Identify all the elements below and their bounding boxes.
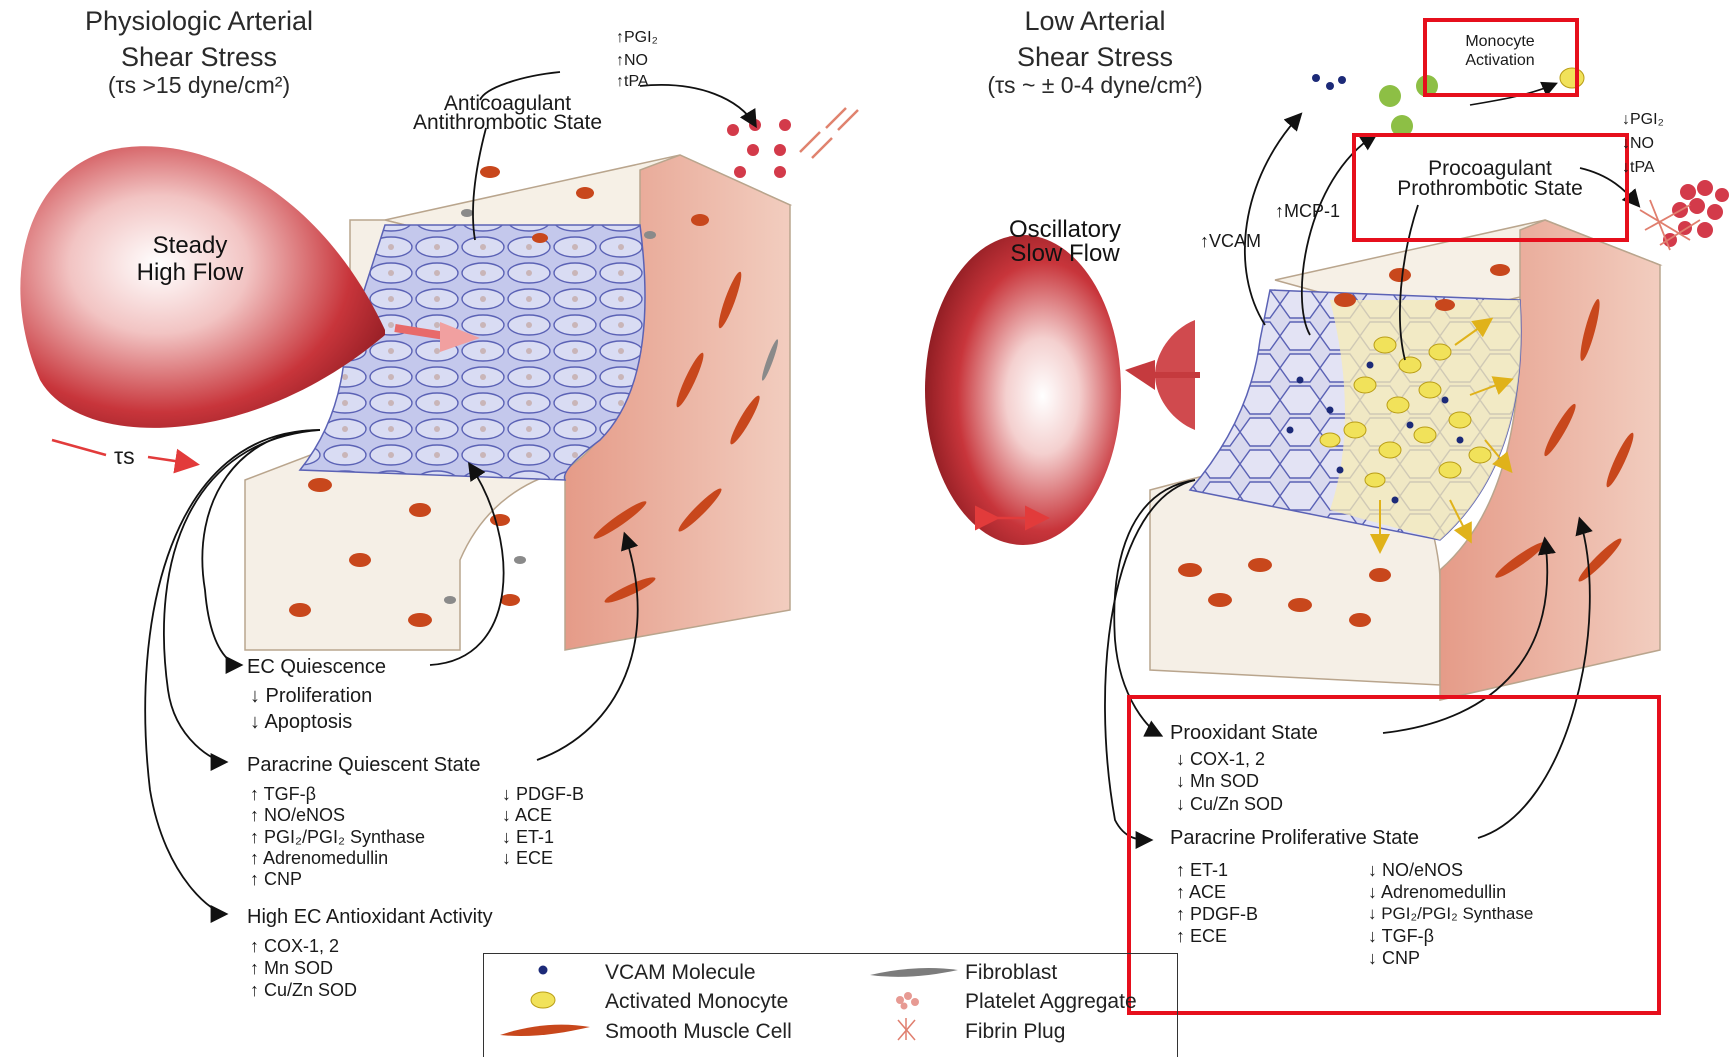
left-flow-label-line1: Steady: [110, 234, 270, 258]
shear-arrow-right: [148, 457, 195, 464]
left-fibrin-strands: [800, 108, 858, 158]
left-flow-bulb: [20, 146, 385, 428]
right-flow-label-line2: Slow Flow: [985, 242, 1145, 266]
legend-platelet-label: Platelet Aggregate: [965, 991, 1137, 1012]
ec-quiescence-heading: EC Quiescence: [247, 657, 386, 677]
left-top-factor-2: ↑NO: [616, 53, 648, 69]
left-title-line1: Physiologic Arterial: [64, 8, 334, 35]
paracrine-proliferative-col1-3: ↑ PDGF-B: [1176, 905, 1258, 923]
paracrine-quiescent-col2-2: ↓ ACE: [502, 806, 552, 824]
prooxidant-heading: Prooxidant State: [1170, 723, 1318, 743]
prooxidant-item-2: ↓ Mn SOD: [1176, 772, 1259, 790]
paracrine-quiescent-col2-1: ↓ PDGF-B: [502, 785, 584, 803]
paracrine-quiescent-col2-3: ↓ ET-1: [502, 828, 554, 846]
legend-fibrin-label: Fibrin Plug: [965, 1021, 1065, 1042]
left-platelets: [727, 119, 791, 178]
right-flow-bulb: [925, 235, 1121, 545]
paracrine-quiescent-heading: Paracrine Quiescent State: [247, 755, 480, 775]
paracrine-proliferative-col2-1: ↓ NO/eNOS: [1368, 861, 1463, 879]
antioxidant-item-2: ↑ Mn SOD: [250, 959, 333, 977]
paracrine-proliferative-col2-5: ↓ CNP: [1368, 949, 1420, 967]
vcam-label: ↑VCAM: [1200, 232, 1261, 250]
ec-quiescence-item-2: ↓ Apoptosis: [250, 712, 352, 732]
paracrine-quiescent-col1-4: ↑ Adrenomedullin: [250, 849, 388, 867]
right-top-factor-2: ↓NO: [1622, 136, 1654, 152]
antioxidant-heading: High EC Antioxidant Activity: [247, 907, 493, 927]
right-top-factor-1: ↓PGI₂: [1622, 112, 1664, 128]
right-title-line3: (τs ~ ± 0-4 dyne/cm²): [950, 74, 1240, 97]
paracrine-quiescent-col1-2: ↑ NO/eNOS: [250, 806, 345, 824]
paracrine-proliferative-col1-2: ↑ ACE: [1176, 883, 1226, 901]
paracrine-quiescent-col1-1: ↑ TGF-β: [250, 785, 316, 803]
monocyte-activation-line2: Activation: [1430, 53, 1570, 69]
paracrine-proliferative-col1-1: ↑ ET-1: [1176, 861, 1228, 879]
legend-smooth-muscle-label: Smooth Muscle Cell: [605, 1021, 792, 1042]
right-flow-cone-tip: [1125, 360, 1155, 390]
paracrine-proliferative-col2-2: ↓ Adrenomedullin: [1368, 883, 1506, 901]
right-title-line1: Low Arterial: [960, 8, 1230, 35]
left-title-line3: (τs >15 dyne/cm²): [64, 74, 334, 97]
paracrine-proliferative-col2-3: ↓ PGI₂/PGI₂ Synthase: [1368, 905, 1533, 922]
prooxidant-item-1: ↓ COX-1, 2: [1176, 750, 1265, 768]
left-flow-label-line2: High Flow: [110, 261, 270, 285]
left-title-line2: Shear Stress: [64, 44, 334, 71]
paracrine-quiescent-col1-5: ↑ CNP: [250, 870, 302, 888]
shear-arrow-left: [52, 440, 106, 455]
antioxidant-item-3: ↑ Cu/Zn SOD: [250, 981, 357, 999]
legend-vcam-label: VCAM Molecule: [605, 962, 756, 983]
left-top-factor-3: ↑tPA: [616, 74, 649, 90]
shear-stress-label: τs: [114, 445, 135, 468]
prooxidant-item-3: ↓ Cu/Zn SOD: [1176, 795, 1283, 813]
mcp1-label: ↑MCP-1: [1275, 202, 1340, 220]
paracrine-quiescent-col2-4: ↓ ECE: [502, 849, 553, 867]
left-top-factor-1: ↑PGI₂: [616, 30, 658, 46]
paracrine-proliferative-col1-4: ↑ ECE: [1176, 927, 1227, 945]
procoagulant-label-line1: Procoagulant: [1365, 158, 1615, 179]
right-title-line2: Shear Stress: [960, 44, 1230, 71]
antioxidant-item-1: ↑ COX-1, 2: [250, 937, 339, 955]
right-vcam-cluster: [1312, 74, 1346, 90]
monocyte-activation-line1: Monocyte: [1430, 34, 1570, 50]
ec-quiescence-item-1: ↓ Proliferation: [250, 686, 372, 706]
paracrine-quiescent-col1-3: ↑ PGI₂/PGI₂ Synthase: [250, 828, 425, 846]
legend-fibroblast-label: Fibroblast: [965, 962, 1057, 983]
procoagulant-label-line2: Prothrombotic State: [1365, 178, 1615, 199]
paracrine-proliferative-heading: Paracrine Proliferative State: [1170, 828, 1419, 848]
legend-monocyte-label: Activated Monocyte: [605, 991, 788, 1012]
right-top-factor-3: ↓tPA: [1622, 160, 1655, 176]
paracrine-proliferative-col2-4: ↓ TGF-β: [1368, 927, 1434, 945]
right-flow-label-line1: Oscillatory: [985, 218, 1145, 242]
anticoagulant-label-line2: Antithrombotic State: [390, 112, 625, 133]
